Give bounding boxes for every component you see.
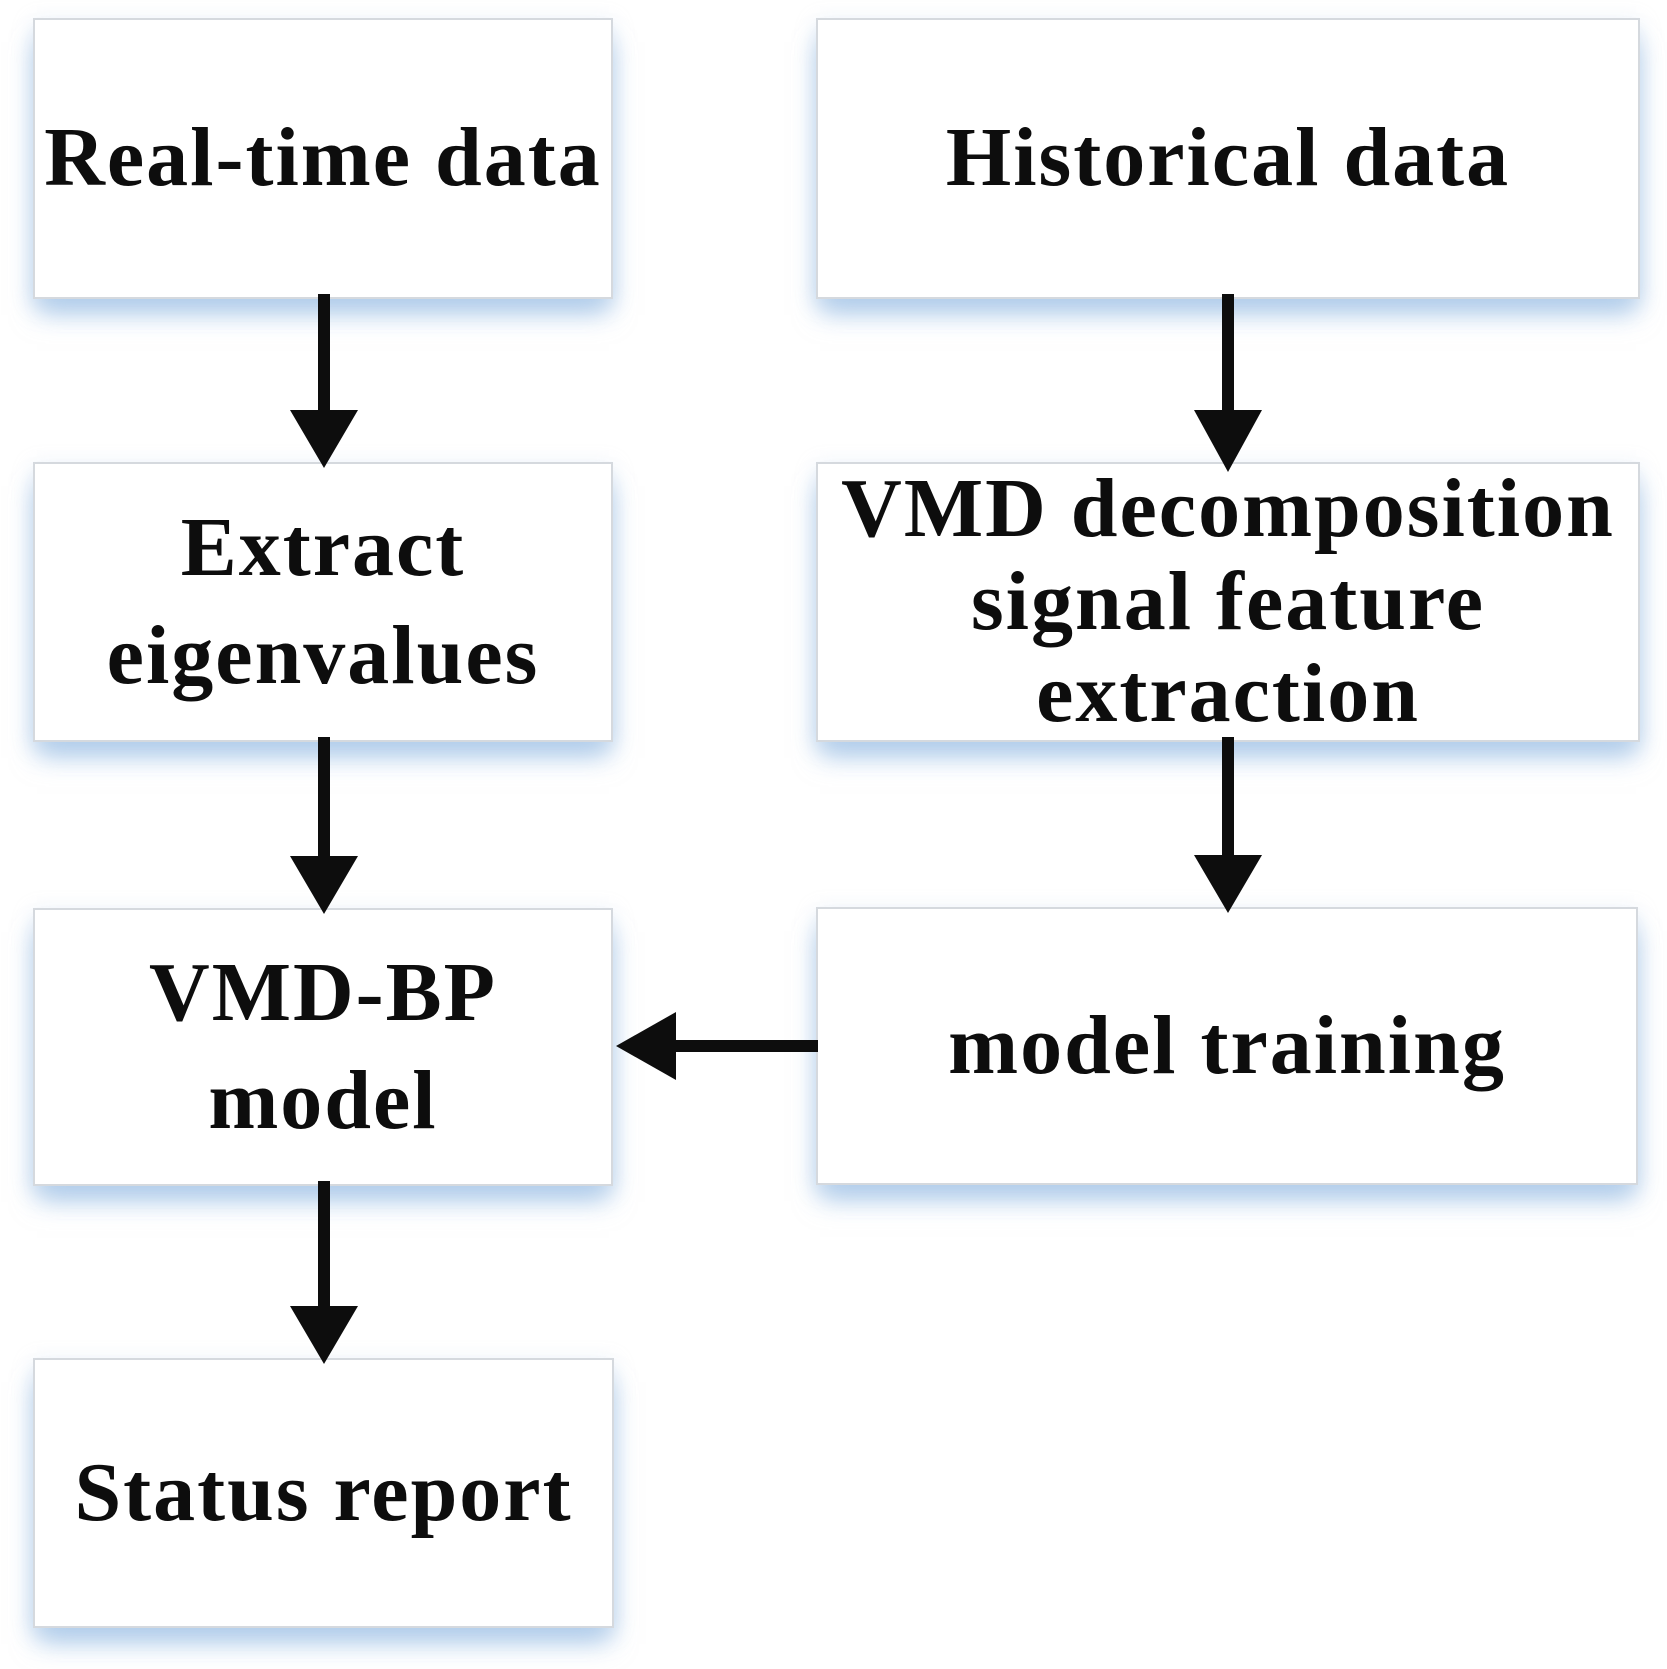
node-vmd-decomposition-label: VMD decomposition signal feature extract…	[841, 462, 1615, 741]
node-status-report-label: Status report	[74, 1445, 573, 1539]
node-extract-eigenvalues-label: Extract eigenvalues	[106, 501, 540, 702]
node-real-time-data-label: Real-time data	[44, 111, 602, 205]
node-model-training-label: model training	[948, 998, 1506, 1092]
node-vmd-decomposition: VMD decomposition signal feature extract…	[816, 462, 1640, 742]
arrow-vmd-bp-to-status-report	[290, 1181, 358, 1364]
node-model-training: model training	[816, 907, 1638, 1185]
node-extract-eigenvalues: Extract eigenvalues	[33, 462, 613, 742]
arrow-real-time-to-extract	[290, 294, 358, 468]
arrow-extract-to-vmd-bp	[290, 737, 358, 914]
node-vmd-bp-model: VMD-BP model	[33, 908, 613, 1186]
arrow-model-training-to-vmd-bp	[616, 1012, 818, 1080]
node-real-time-data: Real-time data	[33, 18, 613, 299]
node-status-report: Status report	[33, 1358, 614, 1628]
node-vmd-bp-model-label: VMD-BP model	[149, 946, 497, 1147]
node-historical-data-label: Historical data	[945, 111, 1511, 205]
node-historical-data: Historical data	[816, 18, 1640, 299]
arrow-historical-to-vmd-decomposition	[1194, 294, 1262, 472]
arrow-vmd-decomposition-to-model-training	[1194, 737, 1262, 913]
